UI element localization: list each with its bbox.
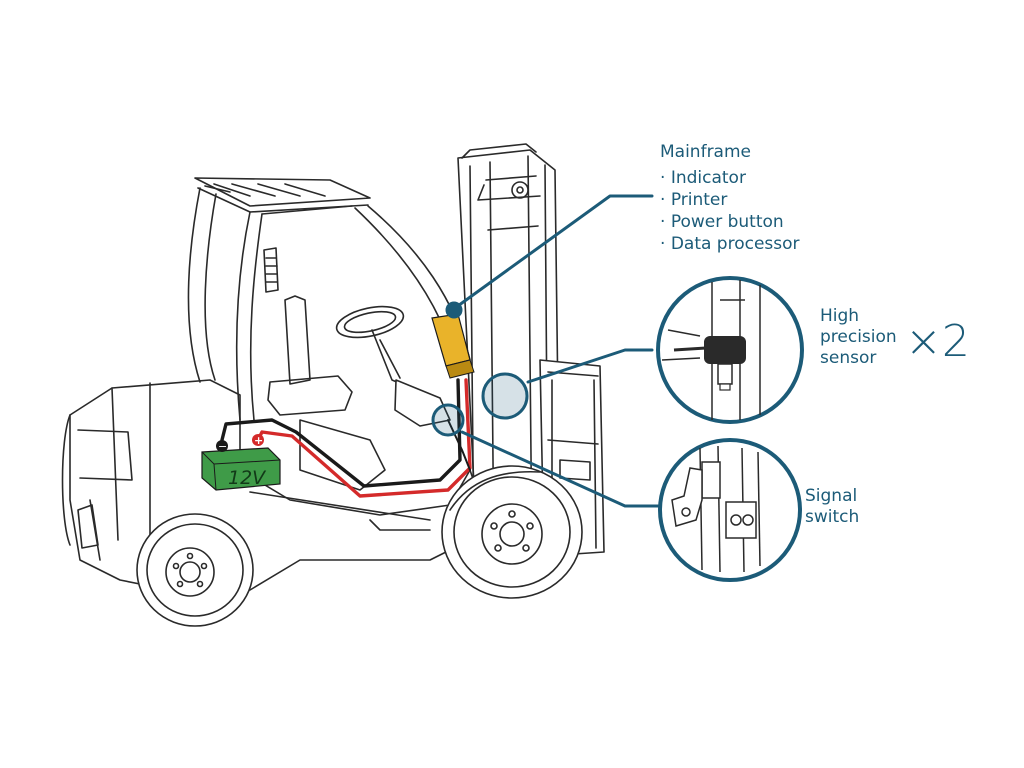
forklift-illustration — [61, 143, 605, 627]
sensor-wire — [447, 419, 471, 471]
battery-positive-terminal — [252, 434, 264, 446]
battery-voltage-label: 12V — [228, 467, 267, 489]
mainframe-item-printer: Printer — [660, 189, 800, 211]
mainframe-unit — [431, 313, 475, 379]
battery-plus-symbol: + — [254, 434, 263, 447]
switch-label: Signal switch — [805, 486, 859, 528]
seat — [267, 295, 386, 491]
battery: 12V − + — [201, 434, 281, 491]
sensor-label-line: sensor — [820, 348, 877, 368]
sensor-leader-line — [526, 348, 654, 384]
switch-label-line: Signal — [805, 486, 858, 506]
switch-detail — [658, 438, 802, 582]
wiring — [220, 378, 472, 498]
sensor-detail — [656, 276, 804, 424]
switch-device-icon — [671, 461, 757, 539]
negative-wire — [220, 378, 462, 488]
steering-wheel — [335, 305, 451, 427]
mainframe-leader-line — [453, 194, 654, 310]
sensor-count: ×2 — [905, 316, 970, 367]
switch-leader-line — [460, 430, 662, 508]
rear-wheel — [136, 513, 254, 627]
mainframe-marker — [445, 301, 463, 319]
front-wheel — [441, 465, 583, 599]
mainframe-component-list: Indicator Printer Power button Data proc… — [660, 167, 800, 255]
sensor-label: High precision sensor — [820, 306, 897, 369]
switch-label-line: switch — [805, 507, 860, 527]
mainframe-item-power-button: Power button — [660, 211, 800, 233]
sensor-marker — [481, 372, 529, 420]
switch-marker — [431, 403, 465, 437]
mainframe-title: Mainframe — [660, 142, 751, 162]
mainframe-item-indicator: Indicator — [660, 167, 800, 189]
battery-minus-symbol: − — [218, 440, 227, 453]
overhead-guard — [187, 177, 471, 421]
callouts — [431, 194, 662, 508]
sensor-label-line: precision — [820, 327, 897, 347]
battery-negative-terminal — [216, 440, 228, 452]
sensor-label-line: High — [820, 306, 860, 326]
sensor-device-icon — [704, 336, 746, 391]
mainframe-item-data-processor: Data processor — [660, 233, 800, 255]
